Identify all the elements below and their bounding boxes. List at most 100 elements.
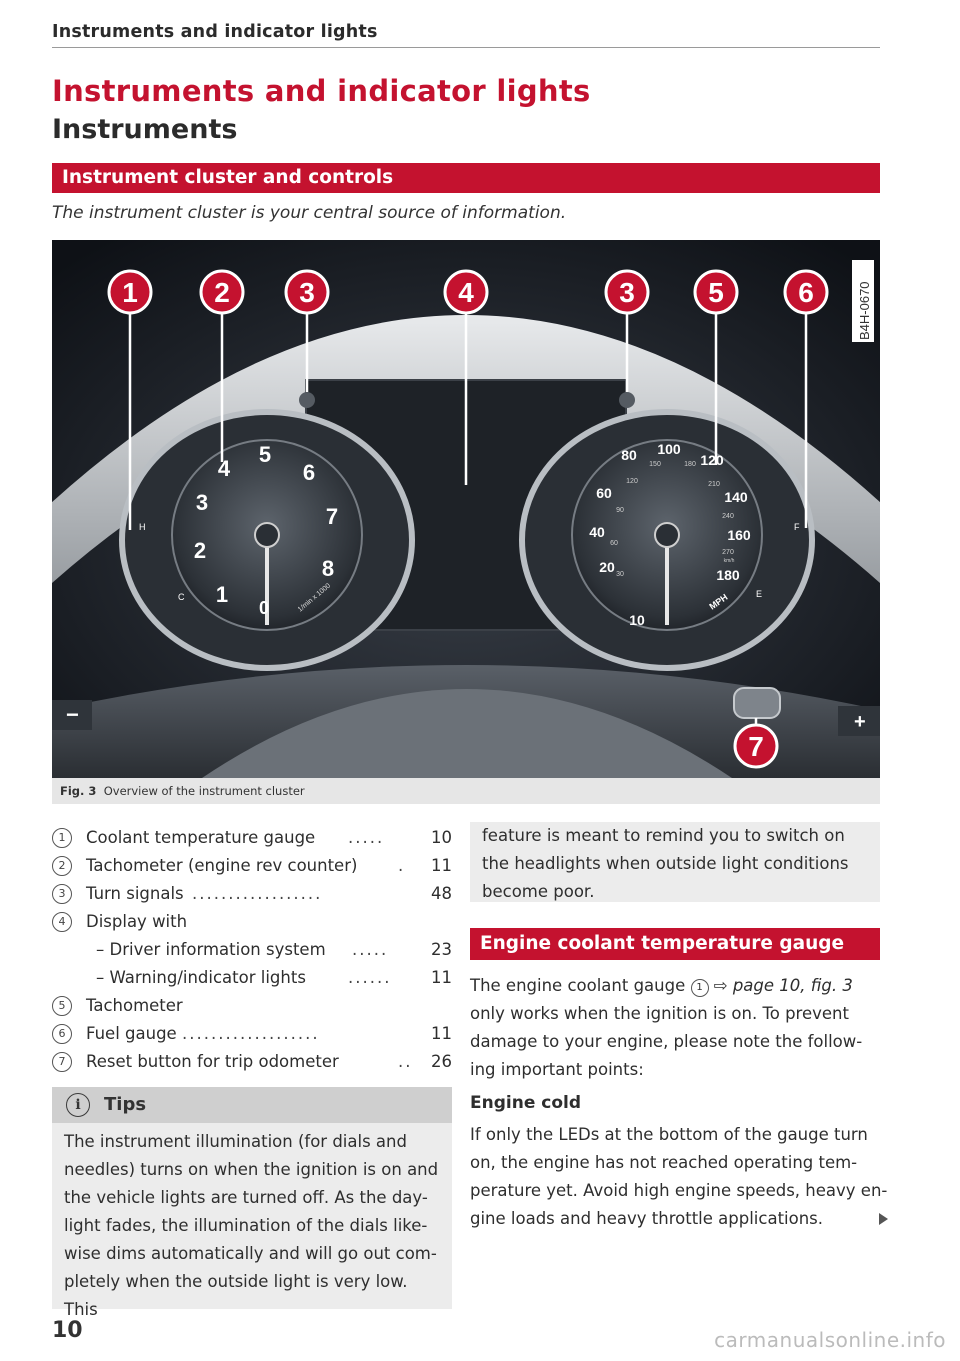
tips-title: Tips (104, 1094, 147, 1115)
tips-line: the headlights when outside light condit… (482, 854, 849, 873)
legend-text: Tachometer (engine rev counter) (86, 856, 358, 875)
callout-3b: 3 (604, 269, 650, 315)
coolant-line-1: The engine coolant gauge 1 ⇨ page 10, fi… (470, 972, 880, 1000)
speedo-160: 160 (727, 527, 751, 543)
speedo-km-240: 240 (722, 513, 734, 520)
tips-line: needles) turns on when the ignition is o… (64, 1160, 439, 1179)
info-icon: i (66, 1093, 90, 1117)
legend-leader: .................. (192, 884, 323, 903)
legend-text: Tachometer (86, 996, 183, 1015)
tach-number-5: 5 (259, 442, 271, 467)
legend-number: 5 (52, 996, 72, 1016)
tach-number-2: 2 (194, 538, 206, 563)
callout-2-label: 2 (214, 277, 230, 308)
section-bar: Instrument cluster and controls (52, 163, 880, 193)
speedo-180: 180 (716, 567, 740, 583)
tips-line: the vehicle lights are turned off. As th… (64, 1188, 428, 1207)
caption-label: Fig. 3 (60, 784, 97, 798)
tips-line: feature is meant to remind you to switch… (482, 826, 845, 845)
caption-background (52, 778, 880, 804)
section-bar-label: Instrument cluster and controls (62, 167, 394, 188)
legend-leader: ..... (348, 828, 385, 847)
coolant-line: only works when the ignition is on. To p… (470, 1004, 849, 1023)
tach-number-1: 1 (216, 582, 228, 607)
tach-number-6: 6 (303, 460, 315, 485)
engine-cold-heading: Engine cold (470, 1093, 582, 1113)
legend-subitem: – Driver information system ..... 23 (52, 940, 452, 967)
paddle-plus: + (854, 711, 866, 733)
callout-5-label: 5 (708, 277, 724, 308)
legend-item: 5 Tachometer (52, 996, 452, 1023)
legend-number: 7 (52, 1052, 72, 1072)
legend-number: 2 (52, 856, 72, 876)
legend-subitem: – Warning/indicator lights ...... 11 (52, 968, 452, 995)
caption-text: Overview of the instrument cluster (103, 784, 305, 798)
legend-item: 6 Fuel gauge ................... 11 (52, 1024, 452, 1051)
legend-page: 11 (431, 1024, 452, 1043)
legend-leader: ................... (182, 1024, 320, 1043)
tach-number-4: 4 (218, 456, 231, 481)
engine-cold-paragraph: If only the LEDs at the bottom of the ga… (470, 1121, 890, 1233)
tips-line: become poor. (482, 882, 595, 901)
figure-code: B4H-0670 (857, 281, 872, 340)
tips-continued-box (470, 822, 880, 902)
tips-line: pletely when the outside light is very l… (64, 1272, 408, 1319)
callout-6-label: 6 (798, 277, 814, 308)
legend-leader: .. (398, 1052, 413, 1071)
legend-text: Display with (86, 912, 188, 931)
coolant-line: ing important points: (470, 1060, 644, 1079)
header-rule (52, 47, 880, 48)
page-reference-link[interactable]: ⇨ page 10, fig. 3 (713, 976, 853, 995)
engine-cold-line: If only the LEDs at the bottom of the ga… (470, 1125, 868, 1144)
turn-signal-right (619, 392, 635, 408)
legend-leader: ...... (348, 968, 392, 987)
legend-leader: . (398, 856, 406, 875)
tips-header (52, 1087, 452, 1123)
coolant-section-label: Engine coolant temperature gauge (480, 933, 845, 954)
legend-leader: ..... (352, 940, 389, 959)
engine-cold-text: gine loads and heavy throttle applicatio… (470, 1209, 824, 1228)
legend-number: 3 (52, 884, 72, 904)
speedo-60: 60 (596, 485, 612, 501)
fuel-label-full: F (794, 522, 800, 532)
coolant-paragraph: The engine coolant gauge 1 ⇨ page 10, fi… (470, 972, 880, 1084)
legend-page: 48 (431, 884, 452, 903)
trip-reset-button (733, 687, 781, 719)
steering-wheel-rim (52, 315, 880, 584)
speedo-km-150: 150 (649, 461, 661, 468)
speedo-km-180: 180 (684, 461, 696, 468)
coolant-section-bar: Engine coolant temperature gauge (470, 928, 880, 960)
callout-2: 2 (199, 269, 245, 315)
tach-number-7: 7 (326, 504, 338, 529)
tips-continued-text: feature is meant to remind you to switch… (482, 822, 872, 906)
engine-cold-line: perature yet. Avoid high engine speeds, … (470, 1181, 888, 1200)
right-paddle (838, 706, 880, 736)
tach-number-0: 0 (259, 598, 269, 618)
figure-code-box (852, 260, 874, 342)
section-title: Instruments (52, 114, 238, 145)
speedo-20: 20 (599, 559, 615, 575)
legend-page: 11 (431, 856, 452, 875)
fuel-label-empty: E (756, 589, 762, 599)
tips-text: The instrument illumination (for dials a… (64, 1128, 444, 1324)
callout-7-label: 7 (748, 731, 764, 762)
speedo-80: 80 (621, 447, 637, 463)
intro-text: The instrument cluster is your central s… (52, 203, 567, 223)
tach-number-3: 3 (196, 490, 208, 515)
speedo-km-270: 270 (722, 549, 734, 556)
speedo-km-90: 90 (616, 507, 624, 514)
page-number: 10 (52, 1318, 83, 1343)
temp-label-hot: H (139, 522, 146, 532)
legend-number: 6 (52, 1024, 72, 1044)
legend-page: 23 (431, 940, 452, 959)
callout-4: 4 (443, 269, 489, 315)
legend-page: 11 (431, 968, 452, 987)
steering-column (202, 689, 732, 778)
callout-7: 7 (733, 723, 779, 769)
callout-6: 6 (783, 269, 829, 315)
temp-label-cold: C (178, 592, 185, 602)
left-paddle (52, 700, 92, 730)
tips-line: The instrument illumination (for dials a… (64, 1132, 407, 1151)
cluster-illustration: 1 2 3 4 5 6 7 8 0 1/min x 1000 H C 10 20… (52, 240, 880, 778)
legend-item: 4 Display with (52, 912, 452, 939)
